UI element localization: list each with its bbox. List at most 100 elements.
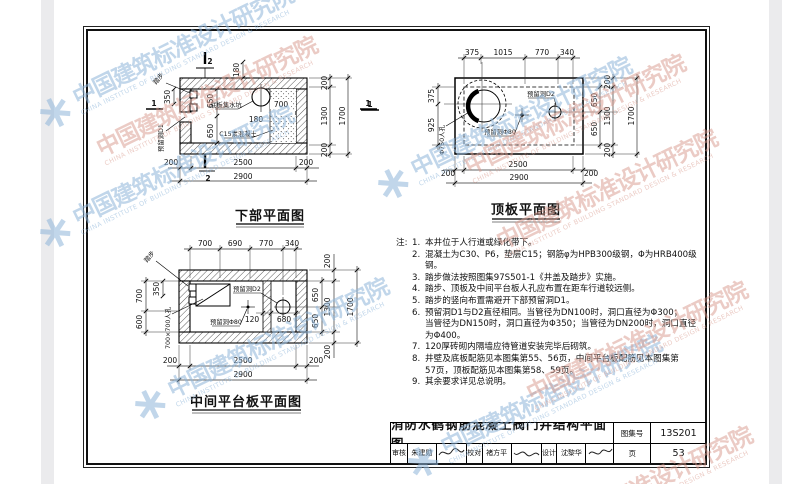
- sheet-trim-line: [83, 26, 710, 468]
- dim-650: 650: [206, 94, 215, 109]
- note-item: 1.本井位于人行道或绿化带下。: [412, 238, 702, 250]
- page-number: 53: [650, 444, 706, 463]
- top-slab-plan-drawing: 顶板平面图 375 1015 770 340 375 925 650 650 2…: [361, 48, 640, 223]
- manhole-label: 700×700人孔: [164, 306, 172, 349]
- reviewer-name: 朱建勋: [406, 444, 436, 463]
- note-text: 预留洞D1与D2直径相同。当管径为DN100时，洞口直径为Φ300； 当管径为D…: [425, 307, 697, 341]
- dim-200: 200: [163, 356, 178, 365]
- hole-80-label: 预留洞Φ80: [484, 127, 516, 136]
- checker-name: 褚方平: [481, 444, 511, 463]
- note-item: 7.120厚砖砌内隔墙应待管道安装完毕后砌筑。: [412, 342, 702, 354]
- dim-350: 350: [152, 282, 161, 297]
- dim-650: 650: [590, 122, 599, 137]
- lower-plan-drawing: 下部平面图 2 2 1 1 350 650 650 180 180 700 底板…: [146, 52, 377, 228]
- note-number: 6.: [412, 307, 421, 318]
- note-text: 踏步的竖向布置需避开下部预留洞D1。: [425, 295, 575, 306]
- note-number: 2.: [412, 249, 421, 260]
- dim-1300: 1300: [320, 106, 329, 125]
- note-text: 其余要求详见总说明。: [425, 377, 511, 388]
- note-number: 8.: [412, 353, 421, 364]
- dim-2500: 2500: [508, 160, 527, 169]
- dim-1700: 1700: [346, 297, 355, 316]
- dim-650: 650: [590, 93, 599, 108]
- note-number: 3.: [412, 272, 421, 283]
- dim-200: 200: [320, 76, 329, 91]
- note-number: 5.: [412, 295, 421, 306]
- manhole-label: Φ750人孔: [438, 125, 446, 155]
- section-mark-1: 1: [367, 100, 372, 109]
- dim-925: 925: [427, 118, 436, 133]
- dim-200: 200: [164, 158, 179, 167]
- note-number: 4.: [412, 284, 421, 295]
- note-text: 混凝土为C30、P6，垫层C15；钢筋φ为HPB300级钢，Φ为HRB400级钢…: [425, 249, 697, 272]
- checker-signature: [510, 444, 541, 463]
- atlas-number-value: 13S201: [650, 423, 706, 443]
- note-item: 8.井壁及底板配筋见本图集第55、56页，中间平台板配筋见本图集第 57页，顶板…: [412, 354, 702, 377]
- dim-375: 375: [465, 48, 480, 57]
- hole-d1-label: 预留洞D1: [156, 124, 165, 152]
- dim-180: 180: [232, 63, 241, 78]
- dim-2900: 2900: [233, 370, 252, 379]
- dim-680: 680: [277, 315, 292, 324]
- sheet-frame: [86, 29, 707, 465]
- sump-label: 底板集水坑: [210, 100, 242, 109]
- dim-700: 700: [274, 100, 289, 109]
- notes-list: 1.本井位于人行道或绿化带下。2. 混凝土为C30、P6，垫层C15；钢筋φ为HP…: [412, 238, 702, 389]
- signature-scribble: [588, 448, 613, 455]
- page-label: 页: [613, 444, 650, 463]
- note-item: 2. 混凝土为C30、P6，垫层C15；钢筋φ为HPB300级钢，Φ为HRB400…: [412, 250, 702, 273]
- steps-label: 踏步: [151, 71, 166, 86]
- dim-650: 650: [206, 124, 215, 139]
- dim-700: 700: [135, 289, 144, 304]
- dim-180: 180: [249, 115, 264, 124]
- dim-200: 200: [309, 356, 324, 365]
- lower-plan-title: 下部平面图: [235, 208, 305, 224]
- section-mark-1: 1: [365, 99, 370, 108]
- note-item: 9.其余要求详见总说明。: [412, 377, 702, 389]
- section-mark-2: 2: [207, 57, 212, 66]
- notes-block: 注: 1.本井位于人行道或绿化带下。2. 混凝土为C30、P6，垫层C15；钢筋φ…: [396, 238, 702, 389]
- note-item: 4.踏步、顶板及中间平台板人孔应布置在距车行道较远侧。: [412, 284, 702, 296]
- dim-2500: 2500: [233, 356, 252, 365]
- dim-2900: 2900: [509, 173, 528, 182]
- dim-1300: 1300: [323, 297, 332, 316]
- dim-340: 340: [285, 239, 300, 248]
- dim-690: 690: [228, 239, 243, 248]
- dim-200: 200: [441, 169, 456, 178]
- dim-200: 200: [603, 75, 612, 90]
- dim-200: 200: [584, 169, 599, 178]
- dim-350: 350: [163, 90, 172, 105]
- note-item: 6. 预留洞D1与D2直径相同。当管径为DN100时，洞口直径为Φ300； 当管径…: [412, 308, 702, 343]
- dim-650: 650: [311, 288, 320, 303]
- designer-signature: [585, 444, 613, 463]
- dim-200: 200: [299, 158, 314, 167]
- designer-label: 设计: [540, 444, 557, 463]
- dim-770: 770: [259, 239, 274, 248]
- note-text: 本井位于人行道或绿化带下。: [425, 238, 537, 248]
- dim-340: 340: [560, 48, 575, 57]
- dim-1700: 1700: [338, 106, 347, 125]
- signature-scribble: [513, 451, 540, 457]
- section-mark-2: 2: [205, 174, 210, 183]
- dim-200: 200: [323, 254, 332, 269]
- dim-1700: 1700: [627, 106, 636, 125]
- page-edge-right: [769, 0, 782, 484]
- dim-200: 200: [603, 143, 612, 158]
- dim-200: 200: [323, 345, 332, 360]
- section-mark-1: 1: [151, 99, 156, 108]
- dim-375: 375: [427, 89, 436, 104]
- note-text: 120厚砖砌内隔墙应待管道安装完毕后砌筑。: [425, 342, 597, 353]
- dim-200: 200: [320, 143, 329, 158]
- dim-120: 120: [245, 315, 260, 324]
- top-plan-title: 顶板平面图: [491, 202, 561, 218]
- note-item: 3.踏步做法按照图集97S501-1《井盖及踏步》实施。: [412, 273, 702, 285]
- dim-700: 700: [198, 239, 213, 248]
- notes-prefix: 注:: [396, 238, 408, 248]
- checker-label: 校对: [465, 444, 482, 463]
- middle-plan-title: 中间平台板平面图: [190, 394, 302, 410]
- c15-label: C15素混凝土: [219, 129, 257, 138]
